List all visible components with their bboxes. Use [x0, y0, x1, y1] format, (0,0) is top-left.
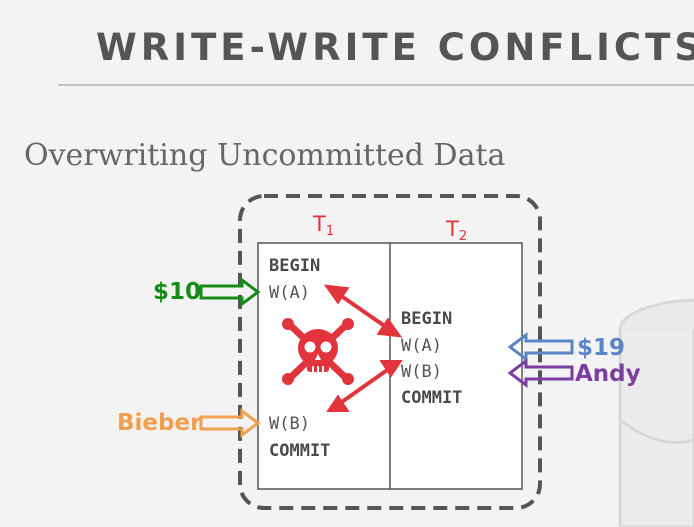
value-andy-label: Andy — [575, 361, 641, 387]
conflict-arrow-a — [323, 284, 403, 338]
value-ten-label: $10 — [153, 279, 202, 305]
t2-write-b: W(B) — [401, 362, 442, 382]
t2-commit: COMMIT — [401, 388, 463, 408]
t2-begin: BEGIN — [401, 309, 453, 329]
conflict-arrow-b — [326, 360, 403, 412]
slide-title: WRITE-WRITE CONFLICTS — [96, 26, 694, 69]
arrow-bieber-icon — [199, 408, 261, 438]
t1-begin: BEGIN — [269, 256, 321, 276]
arrow-ten-icon — [199, 277, 261, 307]
arrow-andy-icon — [507, 358, 574, 388]
value-nineteen-label: $19 — [577, 335, 626, 361]
value-bieber-label: Bieber — [117, 410, 202, 436]
skull-crossbones-icon — [282, 318, 354, 385]
t2-header: T2 — [446, 217, 468, 244]
t1-write-b: W(B) — [269, 414, 310, 434]
t1-commit: COMMIT — [269, 441, 331, 461]
t1-write-a: W(A) — [269, 283, 310, 303]
t1-header: T1 — [313, 212, 335, 239]
t2-write-a: W(A) — [401, 336, 442, 356]
arrow-nineteen-icon — [507, 332, 574, 362]
slide-subtitle: Overwriting Uncommitted Data — [24, 138, 506, 173]
title-divider — [58, 84, 694, 86]
